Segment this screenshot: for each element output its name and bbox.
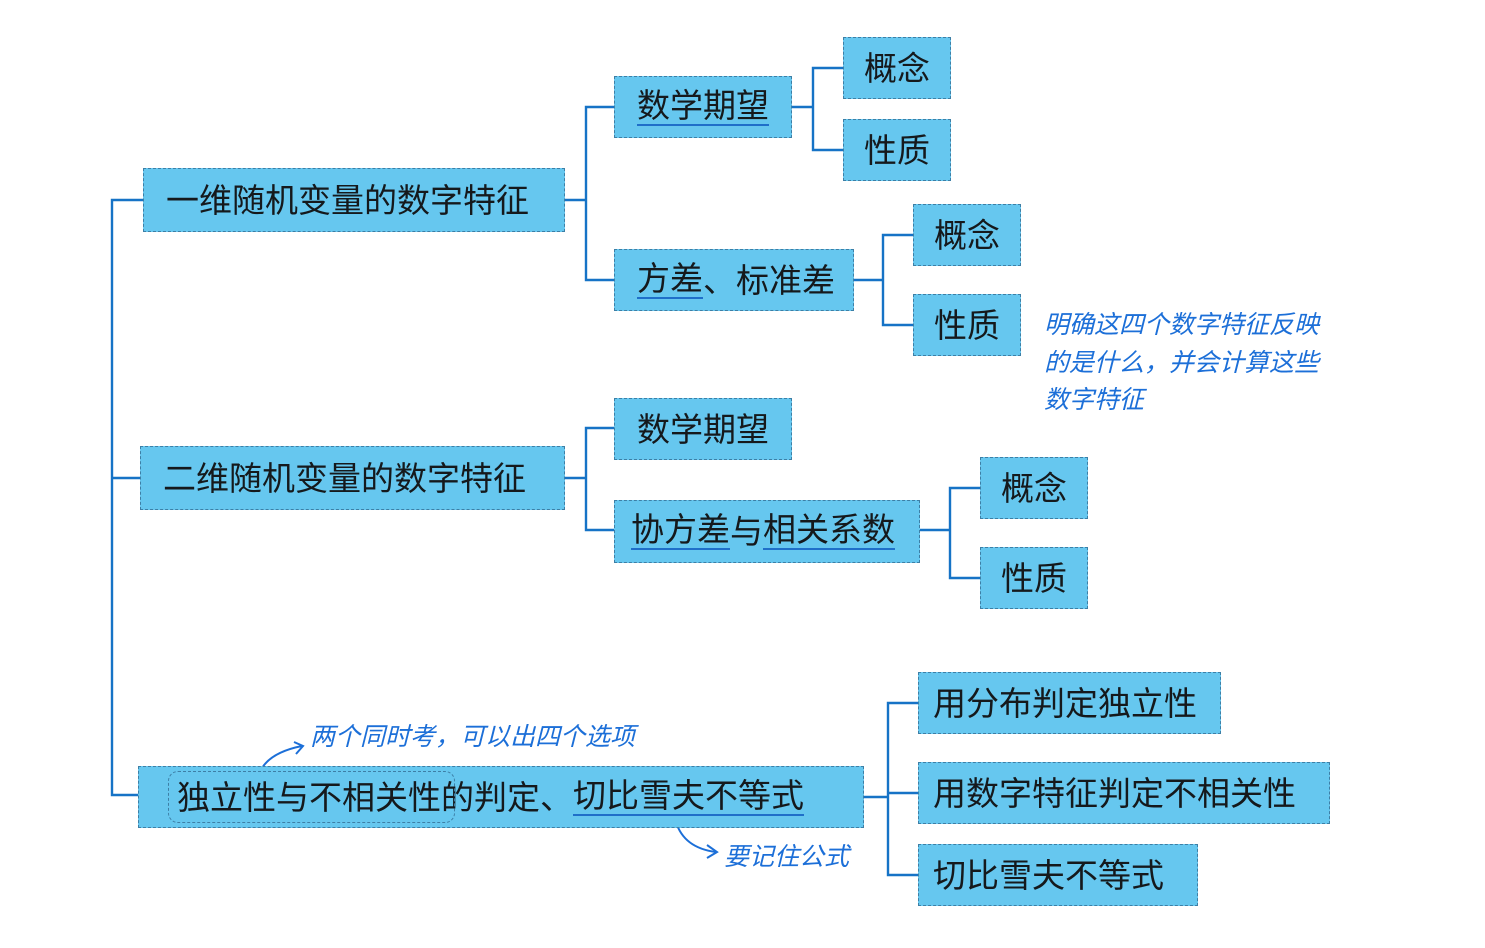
node-label-chebyshev: 切比雪夫不等式: [573, 775, 804, 816]
node-chebyshev-inequality: 切比雪夫不等式: [918, 844, 1198, 906]
node-concept-covariance: 概念: [980, 457, 1088, 519]
node-label-std: 、标准差: [703, 260, 835, 300]
arrow-formula-note-head: [706, 844, 719, 859]
node-2d-random-variable-features: 二维随机变量的数字特征: [140, 446, 565, 510]
annotation-text: 要记住公式: [724, 842, 850, 871]
node-label: 一维随机变量的数字特征: [166, 180, 529, 220]
node-expectation-2d: 数学期望: [614, 398, 792, 460]
node-label-judgement: 的判定、: [441, 777, 573, 817]
node-expectation-1d: 数学期望: [614, 76, 792, 138]
node-concept-expectation: 概念: [843, 37, 951, 99]
node-property-expectation: 性质: [843, 119, 951, 181]
bracket-1d: [561, 105, 616, 282]
node-label: 切比雪夫不等式: [933, 855, 1164, 895]
node-label: 二维随机变量的数字特征: [163, 458, 526, 498]
bracket-covariance: [918, 486, 982, 580]
node-label: 概念: [864, 48, 930, 88]
node-uncorrelated-by-features: 用数字特征判定不相关性: [918, 762, 1330, 824]
arrow-exam-note-head: [293, 741, 305, 755]
annotation-text: 两个同时考，可以出四个选项: [310, 722, 636, 751]
node-label: 性质: [1001, 558, 1067, 598]
node-property-variance: 性质: [913, 294, 1021, 356]
bracket-independence: [860, 701, 920, 877]
node-1d-random-variable-features: 一维随机变量的数字特征: [143, 168, 565, 232]
node-label: 性质: [934, 305, 1000, 345]
node-label: 数学期望: [637, 85, 769, 126]
annotation-line: 明确这四个数字特征反映: [1044, 310, 1320, 339]
node-independence-by-distribution: 用分布判定独立性: [918, 672, 1221, 734]
node-label-correlation: 相关系数: [763, 510, 895, 550]
node-label: 数学期望: [637, 409, 769, 449]
annotation-remember-formula: 要记住公式: [724, 838, 849, 876]
bracket-expectation-1d: [790, 66, 845, 152]
node-label: 性质: [864, 130, 930, 170]
node-label: 用分布判定独立性: [933, 683, 1197, 723]
node-label: 用数字特征判定不相关性: [933, 773, 1296, 813]
bracket-variance: [851, 233, 915, 327]
highlight-independence: [168, 771, 455, 823]
node-label: 概念: [1001, 468, 1067, 508]
node-label-covariance: 协方差: [631, 510, 730, 550]
node-property-covariance: 性质: [980, 547, 1088, 609]
node-variance-std: 方差 、标准差: [614, 249, 854, 311]
node-independence-chebyshev: 独立性与不相关性 的判定、 切比雪夫不等式: [138, 766, 864, 828]
node-covariance-correlation: 协方差 与 相关系数: [614, 500, 920, 563]
bracket-2d: [561, 426, 616, 532]
annotation-exam-options: 两个同时考，可以出四个选项: [310, 718, 635, 756]
arrow-exam-note: [261, 745, 303, 769]
annotation-line: 数字特征: [1044, 385, 1145, 414]
node-label-variance: 方差: [637, 258, 703, 299]
node-concept-variance: 概念: [913, 204, 1021, 266]
annotation-line: 的是什么，并会计算这些: [1044, 347, 1320, 377]
node-label-and: 与: [730, 512, 763, 551]
node-label-independence: 独立性与不相关性: [177, 777, 441, 817]
node-label: 概念: [934, 215, 1000, 255]
annotation-feature-meaning: 明确这四个数字特征反映 的是什么，并会计算这些 数字特征: [1044, 306, 1319, 419]
